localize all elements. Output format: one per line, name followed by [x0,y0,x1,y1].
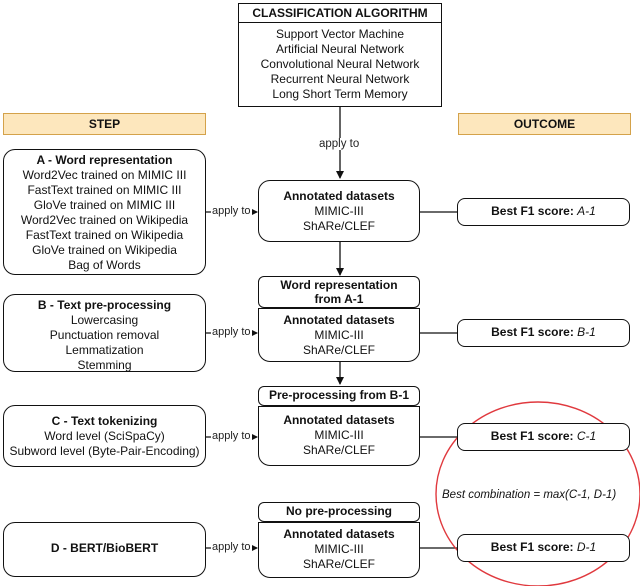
step-b-title: B - Text pre-processing [37,298,172,312]
best-combination-ellipse [435,401,640,586]
word-rep-carry-box: Word representation from A-1 [258,276,420,308]
datasets-box-d: Annotated datasets MIMIC-III ShARe/CLEF [258,522,420,578]
step-d-title: D - BERT/BioBERT [50,541,159,555]
apply-to-label-b: apply to [211,326,252,338]
outcome-value-a: A-1 [577,204,596,218]
no-preproc-label: No pre-processing [285,504,393,518]
apply-to-label-d: apply to [211,541,252,553]
step-a-item: Bag of Words [68,258,141,272]
apply-to-label-top: apply to [318,138,361,150]
algorithm-item: Support Vector Machine [275,27,405,41]
algorithm-item: Convolutional Neural Network [260,57,420,71]
outcome-label: Best F1 score: [490,540,574,554]
dataset-shareclef: ShARe/CLEF [302,557,376,571]
apply-to-label-c: apply to [211,430,252,442]
step-a-item: GloVe trained on MIMIC III [33,198,176,212]
outcome-value-b: B-1 [577,325,596,339]
datasets-box-c: Annotated datasets MIMIC-III ShARe/CLEF [258,406,420,466]
preproc-carry-label: Pre-processing from B-1 [268,388,410,402]
classification-algorithm-box: CLASSIFICATION ALGORITHM Support Vector … [238,3,442,107]
step-a-item: FastText trained on MIMIC III [27,183,182,197]
datasets-title: Annotated datasets [283,189,395,203]
outcome-box-a: Best F1 score: A-1 [457,198,630,226]
dataset-shareclef: ShARe/CLEF [302,219,376,233]
step-a-item: FastText trained on Wikipedia [25,228,184,242]
dataset-shareclef: ShARe/CLEF [302,443,376,457]
algorithm-title: CLASSIFICATION ALGORITHM [239,4,441,23]
step-c-title: C - Text tokenizing [51,414,158,428]
step-b-item: Lowercasing [70,313,139,327]
outcome-value-d: D-1 [576,540,597,554]
datasets-title: Annotated datasets [283,527,395,541]
step-header: STEP [3,113,206,135]
algorithm-item: Recurrent Neural Network [270,72,410,86]
outcome-value-c: C-1 [576,429,597,443]
dataset-mimic: MIMIC-III [314,428,364,442]
dataset-mimic: MIMIC-III [314,204,364,218]
word-rep-line2: from A-1 [314,292,364,306]
step-a-item: Word2Vec trained on Wikipedia [20,213,189,227]
step-b-box: B - Text pre-processing Lowercasing Punc… [3,294,206,372]
step-c-item: Subword level (Byte-Pair-Encoding) [9,444,200,458]
dataset-mimic: MIMIC-III [314,542,364,556]
datasets-title: Annotated datasets [283,313,395,327]
datasets-box-b: Annotated datasets MIMIC-III ShARe/CLEF [258,308,420,362]
word-rep-line1: Word representation [280,278,398,292]
step-d-box: D - BERT/BioBERT [3,522,206,577]
outcome-box-b: Best F1 score: B-1 [457,319,630,347]
algorithm-item: Artificial Neural Network [275,42,405,56]
outcome-box-d: Best F1 score: D-1 [457,534,630,562]
step-c-item: Word level (SciSpaCy) [44,429,165,443]
algorithm-item: Long Short Term Memory [272,87,408,101]
step-b-item: Lemmatization [65,343,144,357]
dataset-mimic: MIMIC-III [314,328,364,342]
step-c-box: C - Text tokenizing Word level (SciSpaCy… [3,405,206,467]
dataset-shareclef: ShARe/CLEF [302,343,376,357]
step-a-box: A - Word representation Word2Vec trained… [3,149,206,275]
step-b-item: Stemming [77,358,132,372]
step-a-title: A - Word representation [36,153,173,167]
datasets-box-a: Annotated datasets MIMIC-III ShARe/CLEF [258,180,420,242]
datasets-title: Annotated datasets [283,413,395,427]
outcome-label: Best F1 score: [491,204,574,218]
apply-to-label-a: apply to [211,205,252,217]
outcome-header: OUTCOME [458,113,631,135]
preproc-carry-box: Pre-processing from B-1 [258,386,420,406]
outcome-label: Best F1 score: [490,429,574,443]
outcome-label: Best F1 score: [491,325,574,339]
step-a-item: Word2Vec trained on MIMIC III [22,168,187,182]
outcome-box-c: Best F1 score: C-1 [457,423,630,451]
no-preproc-carry-box: No pre-processing [258,502,420,522]
step-a-item: GloVe trained on Wikipedia [32,243,177,257]
step-b-item: Punctuation removal [49,328,160,342]
best-combination-label: Best combination = max(C-1, D-1) [442,489,617,501]
